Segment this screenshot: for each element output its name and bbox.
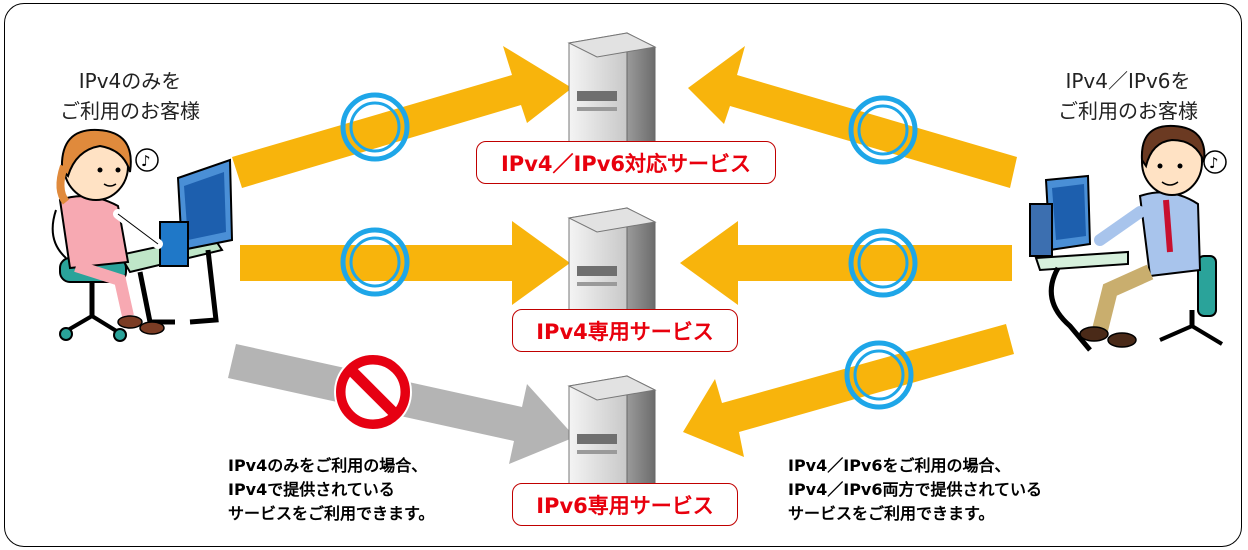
woman-at-computer-illustration: ♪ [51,128,234,342]
svg-text:♪: ♪ [1209,154,1219,172]
svg-text:♪: ♪ [141,152,151,170]
right-note: IPv4／IPv6をご利用の場合、 IPv4／IPv6両方で提供されている サー… [788,456,1043,523]
server-icon [567,207,657,341]
diagram-frame [4,3,1242,547]
prohibited-icon [334,353,412,431]
ok-circle-icon [340,92,918,410]
service-label-ipv6-only: IPv6専用サービス [512,483,738,526]
right-user-caption: IPv4／IPv6を ご利用のお客様 [1058,69,1198,123]
left-note: IPv4のみをご利用の場合、 IPv4で提供されている サービスをご利用できます… [228,456,435,523]
man-at-computer-illustration: ♪ [1029,124,1227,352]
arrow-left-top [232,46,572,188]
left-user-caption: IPv4のみを ご利用のお客様 [60,69,200,123]
service-label-ipv4-only: IPv4専用サービス [512,309,738,352]
server-icon [567,32,657,166]
arrow-right-middle [680,221,1012,305]
service-label-dual-stack: IPv4／IPv6対応サービス [476,141,776,184]
